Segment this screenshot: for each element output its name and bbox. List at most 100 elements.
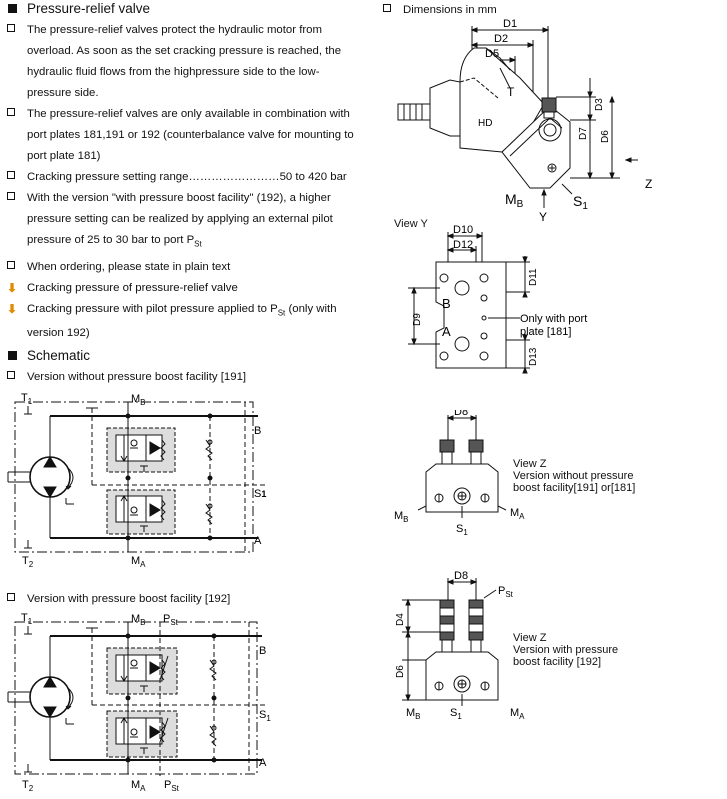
label-part: B — [517, 199, 524, 210]
label-part: St — [171, 784, 179, 793]
checkbox-bullet-icon — [7, 108, 15, 116]
subscript: St — [194, 239, 202, 249]
section-title: Pressure-relief valve — [27, 1, 151, 16]
paragraph-4: With the version "with pressure boost fa… — [7, 188, 333, 254]
text-line: Cracking pressure setting range……………………5… — [27, 171, 347, 183]
caption-line: View Z — [513, 458, 547, 470]
label-t1: T1 — [21, 612, 33, 626]
label-part: 1 — [582, 201, 588, 212]
checkbox-bullet-icon — [7, 371, 15, 379]
view-y-label: View Y — [394, 218, 428, 230]
label-t: T — [507, 85, 515, 99]
subscript: St — [277, 308, 286, 318]
dim-d6: D6 — [395, 665, 406, 678]
order-item-1: ⬇ Cracking pressure of pressure-relief v… — [7, 278, 238, 299]
dim-d6: D6 — [600, 130, 611, 143]
caption-line: Version with pressure — [513, 644, 619, 656]
label-part: B — [140, 398, 145, 407]
label-mb: MB — [406, 707, 421, 720]
text-line: Dimensions in mm — [403, 4, 497, 16]
label-part: P — [163, 613, 170, 625]
section-heading-schematic: Schematic — [7, 347, 90, 365]
checkbox-bullet-icon — [383, 4, 391, 12]
label-mb: MB — [394, 510, 409, 524]
arrow-down-bullet-icon: ⬇ — [7, 281, 18, 295]
label-part: T — [21, 612, 28, 624]
label-part: A — [519, 712, 525, 720]
view-z-192-caption: View Z Version with pressure boost facil… — [513, 632, 618, 668]
label-part: St — [170, 618, 178, 627]
checkbox-bullet-icon — [7, 24, 15, 32]
label-a: A — [259, 757, 267, 769]
paragraph-2: The pressure-relief valves are only avai… — [7, 104, 354, 167]
label-s1: S1 — [259, 709, 271, 723]
dim-d2: D2 — [494, 33, 508, 45]
view-y-drawing: D10 D12 D11 D9 D13 B A Only with port pl… — [408, 224, 587, 374]
text-line: Version with pressure boost facility [19… — [27, 593, 231, 605]
label-y: Y — [539, 210, 547, 224]
text-line: Cracking pressure of pressure-relief val… — [27, 282, 238, 294]
dim-d8: D8 — [454, 570, 468, 582]
label-a: A — [442, 324, 451, 339]
label-t2: T2 — [22, 555, 34, 569]
text-line: The pressure-relief valves protect the h… — [27, 24, 323, 36]
label-part: S — [259, 709, 266, 721]
checkbox-bullet-icon — [7, 171, 15, 179]
dimensions-caption: Dimensions in mm — [383, 0, 497, 21]
label-a: A — [254, 535, 262, 547]
dim-d9: D9 — [412, 313, 423, 326]
checkbox-bullet-icon — [7, 261, 15, 269]
label-part: T — [21, 392, 28, 404]
text-line: pressure setting can be realized by appl… — [27, 213, 333, 225]
label-hd: HD — [478, 118, 492, 129]
label-part: 2 — [29, 784, 34, 793]
label-part: 1 — [28, 397, 33, 406]
dim-d8: D8 — [454, 410, 468, 418]
view-z-192-drawing: D8 PSt D4 D6 MB S1 MA — [395, 570, 525, 720]
label-z: Z — [645, 177, 652, 191]
label-part: 1 — [28, 617, 33, 626]
label-t1: T1 — [21, 392, 33, 406]
dim-d7: D7 — [578, 127, 589, 140]
text-line: The pressure-relief valves are only avai… — [27, 108, 350, 120]
version-191-caption: Version without pressure boost facility … — [7, 367, 246, 388]
label-s1: S1 — [456, 523, 468, 535]
motor-side-view-drawing: D1 D2 D5 T HD D3 D7 D6 Z MB Y S1 — [397, 18, 652, 224]
label-mb: MB — [131, 613, 146, 627]
heading-square-icon — [8, 4, 17, 13]
text-line: hydraulic fluid flows from the highpress… — [27, 66, 320, 78]
label-b: B — [442, 296, 451, 311]
label-part: 2 — [29, 560, 34, 569]
dim-d13: D13 — [528, 347, 539, 366]
label-ma: MA — [131, 779, 146, 793]
label-part: A — [519, 512, 525, 521]
label-part: B — [140, 618, 145, 627]
label-pst: PSt — [498, 585, 514, 599]
schematic-191: T1 MB B S1 A T2 MA — [7, 392, 266, 569]
label-part: S — [573, 193, 582, 209]
paragraph-3: Cracking pressure setting range……………………5… — [7, 167, 347, 188]
dim-d1: D1 — [503, 18, 517, 30]
label-mb: MB — [505, 191, 524, 210]
label-pst-bottom: PSt — [164, 779, 180, 793]
label-mb: MB — [131, 393, 146, 407]
view-z-191-drawing: D8 MB M A S1 — [394, 410, 525, 535]
text-run: (only with — [285, 303, 337, 315]
paragraph-1: The pressure-relief valves protect the h… — [7, 20, 341, 104]
version-192-caption: Version with pressure boost facility [19… — [7, 589, 230, 610]
label-part: M — [131, 555, 140, 567]
section-title: Schematic — [27, 348, 91, 363]
text-line: When ordering, please state in plain tex… — [27, 261, 231, 273]
label-ma: MA — [510, 707, 525, 720]
dim-d11: D11 — [528, 268, 539, 286]
label-part: P — [164, 779, 171, 791]
checkbox-bullet-icon — [7, 192, 15, 200]
label-part: M — [394, 510, 403, 522]
label-s1: S1 — [450, 707, 462, 720]
schematic-192: T1 MB PSt B S1 A T2 MA PSt — [7, 612, 271, 793]
label-s1: S1 — [254, 488, 266, 500]
label-part: S — [254, 488, 261, 500]
text-line: pressure of 25 to 30 bar to port PSt — [27, 230, 333, 254]
label-part: 1 — [463, 528, 468, 535]
text-line: overload. As soon as the set cracking pr… — [27, 45, 342, 57]
